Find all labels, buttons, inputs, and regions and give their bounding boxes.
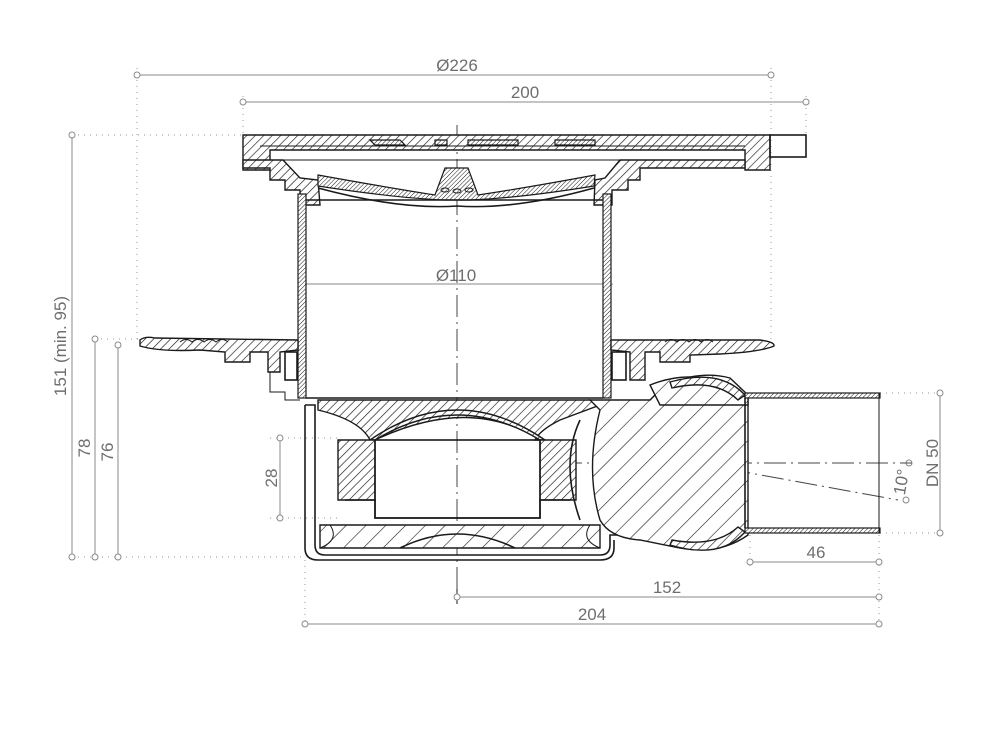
- dim-label-28: 28: [262, 469, 281, 488]
- right-flange: [610, 339, 775, 381]
- dim-label-78: 78: [75, 439, 94, 458]
- dim-label-204: 204: [578, 605, 606, 624]
- dimension-outlet-angle: 10°: [890, 459, 913, 504]
- dim-label-dn50: DN 50: [923, 439, 942, 487]
- dimension-socket-length: 46: [746, 535, 883, 630]
- dimension-water-seal: 28: [262, 434, 340, 522]
- dimension-height-76: 76: [98, 341, 122, 561]
- dim-label-151: 151 (min. 95): [51, 296, 70, 396]
- dimension-outlet-offset: 152: [453, 570, 883, 604]
- dim-label-200: 200: [511, 83, 539, 102]
- drain-body-cylinder: [297, 193, 612, 399]
- dimension-outlet-dn: DN 50: [880, 389, 945, 537]
- trap-housing: [304, 374, 749, 561]
- left-flange: [139, 336, 300, 401]
- dimension-overall-diameter: Ø226: [133, 56, 775, 340]
- dim-label-152: 152: [653, 578, 681, 597]
- outlet-pipe: [649, 376, 881, 551]
- dim-label-76: 76: [98, 443, 117, 462]
- dim-label-110: Ø110: [436, 266, 476, 285]
- dimension-total-height: 151 (min. 95): [51, 131, 305, 561]
- dimension-overall-length: 204: [301, 560, 883, 632]
- dimension-grate-width: 200: [239, 83, 810, 135]
- dim-label-226: Ø226: [436, 56, 478, 75]
- dim-label-46: 46: [807, 543, 826, 562]
- dim-label-10deg: 10°: [890, 468, 913, 497]
- dimension-body-diameter: Ø110: [298, 266, 613, 285]
- dimension-height-78: 78: [75, 335, 140, 561]
- grate-frame: [242, 134, 807, 208]
